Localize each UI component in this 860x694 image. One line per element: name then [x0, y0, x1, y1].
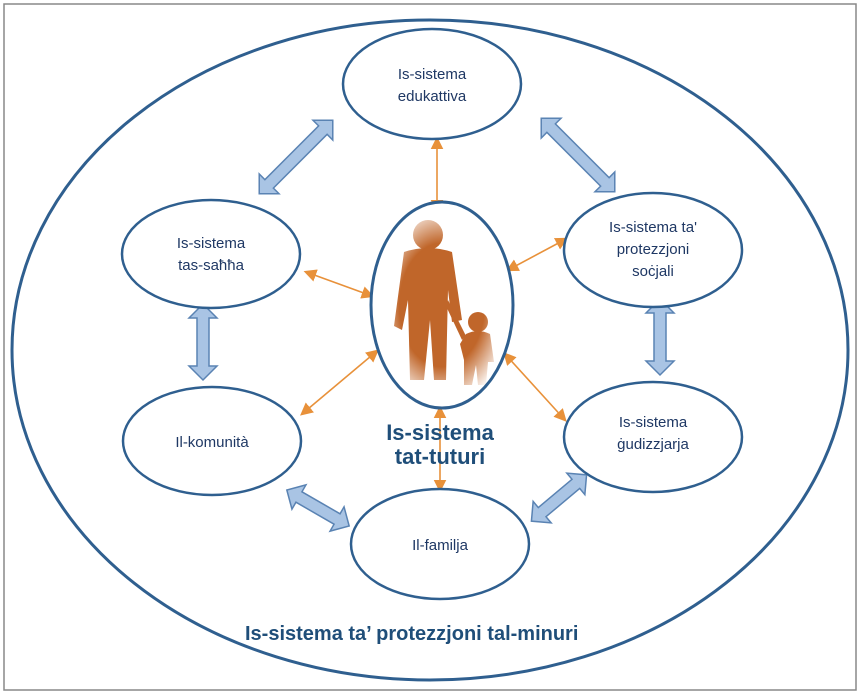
node-social-label-2: protezzjoni	[617, 241, 690, 258]
block-arrow-social-judicial	[644, 297, 676, 377]
node-social-label-1: Is-sistema ta'	[609, 219, 697, 236]
thin-arrow-community	[300, 349, 379, 416]
block-arrow-education-social	[540, 117, 616, 193]
block-arrow-community-family	[285, 483, 351, 533]
parent-and-child-silhouette-icon	[371, 202, 513, 408]
center-label-line2: tat-tuturi	[395, 444, 485, 469]
block-arrow-health-community	[187, 302, 219, 382]
node-judicial	[562, 380, 744, 494]
thin-arrow-health	[303, 269, 375, 299]
node-health-label-1: Is-sistema	[177, 235, 246, 252]
node-social-label-3: soċjali	[632, 263, 674, 280]
thin-arrow-judicial	[503, 352, 567, 422]
node-education	[341, 27, 523, 141]
node-judicial-label-2: ġudizzjarja	[617, 436, 689, 453]
node-community-label: Il-komunità	[175, 434, 249, 451]
node-health-label-2: tas-saħħa	[178, 257, 245, 274]
node-health	[120, 198, 302, 310]
node-community	[121, 385, 303, 497]
block-arrow-judicial-family	[530, 472, 588, 524]
node-family	[349, 487, 531, 601]
outer-system-label: Is-sistema ta’ protezzjoni tal-minuri	[245, 623, 578, 645]
node-judicial-label-1: Is-sistema	[619, 414, 688, 431]
thin-arrow-social	[505, 237, 569, 272]
node-education-label-2: edukattiva	[398, 88, 467, 105]
node-education-label-1: Is-sistema	[398, 66, 467, 83]
node-social	[562, 191, 744, 309]
outer-system-ellipse	[10, 18, 850, 682]
node-family-label: Il-familja	[412, 537, 468, 554]
center-ellipse-outline	[369, 200, 515, 410]
frame-border	[3, 3, 857, 691]
block-arrow-education-health	[258, 119, 334, 195]
center-label-line1: Is-sistema	[386, 420, 494, 445]
